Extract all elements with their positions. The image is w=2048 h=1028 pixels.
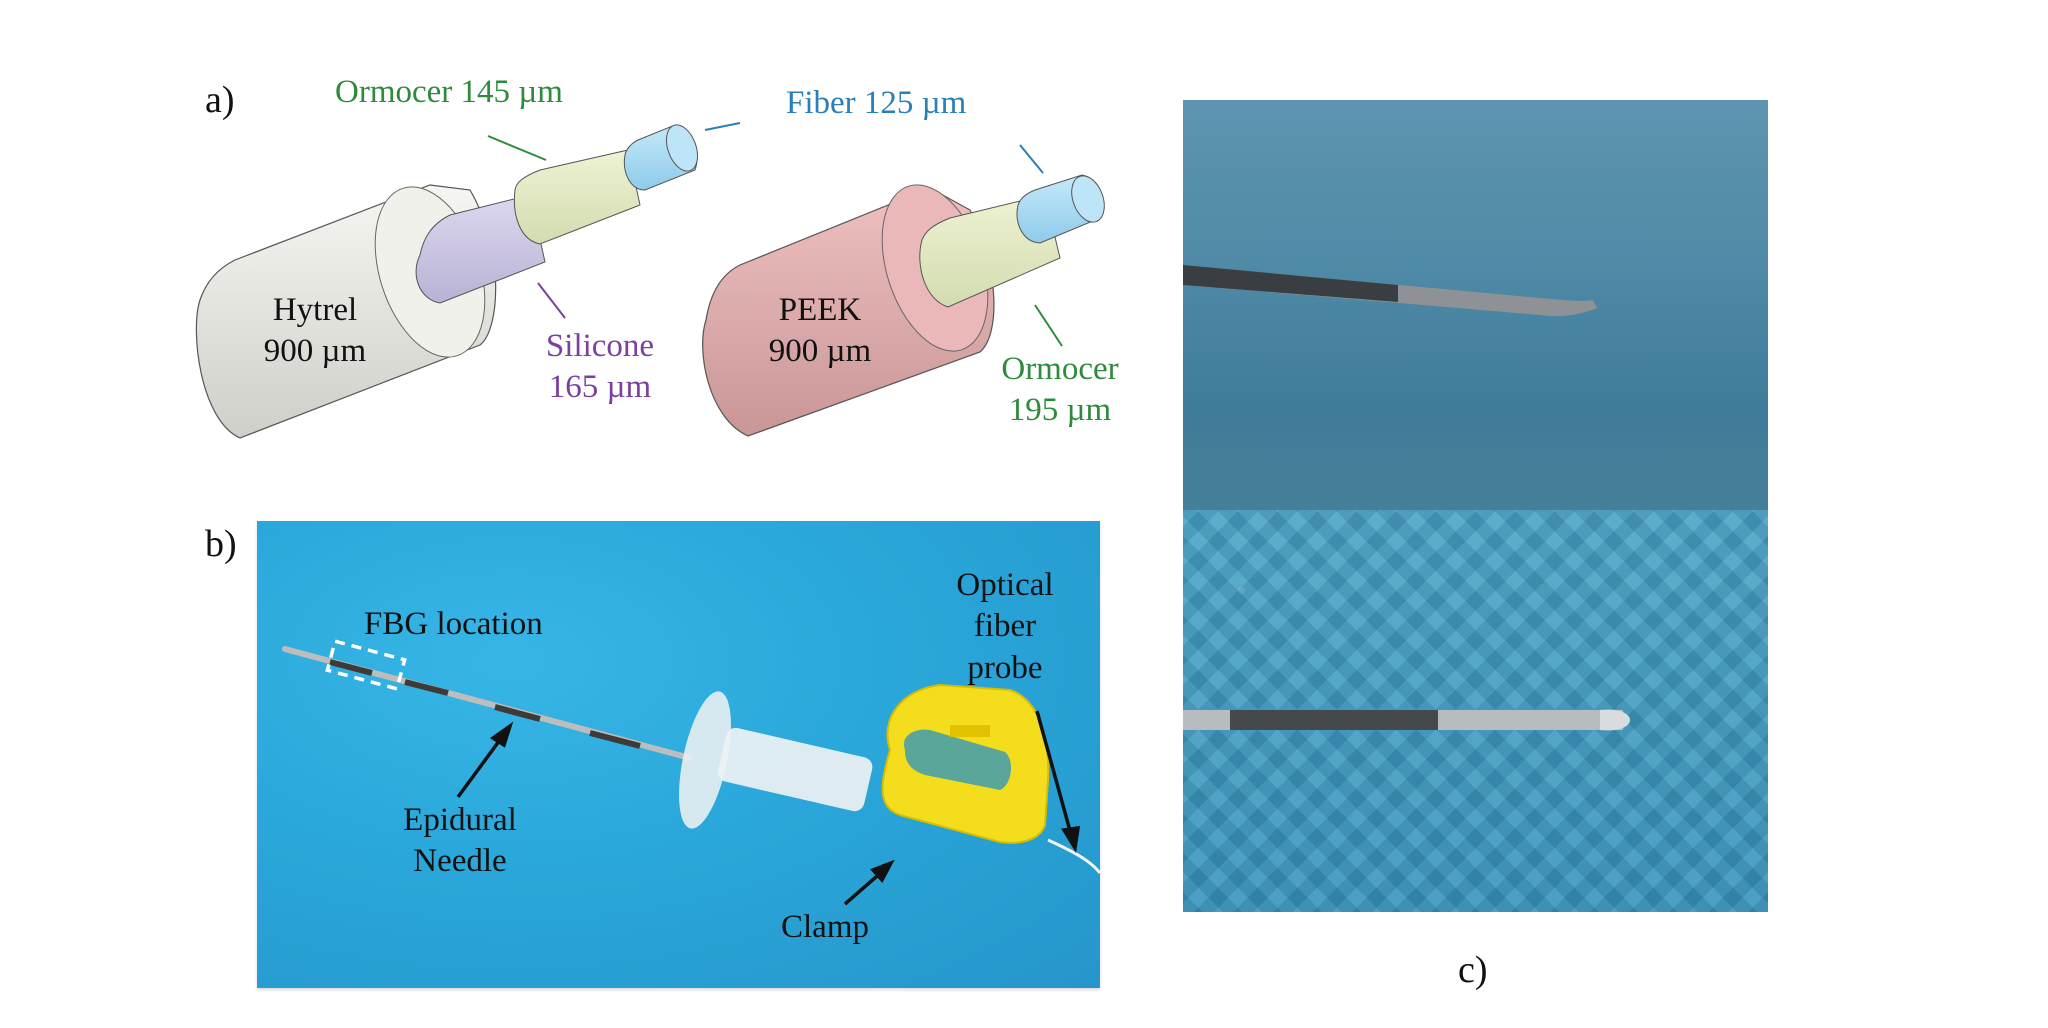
epidural-needle-label: Epidural Needle [380,800,540,883]
panel-b-label: b) [205,523,237,565]
fbg-location-label: FBG location [364,606,543,642]
luer-connector [717,727,873,812]
fiber-leader-1 [704,122,741,131]
silicone-leader [537,282,566,319]
clamp-arrowhead [870,859,895,884]
probe-word: probe [967,649,1043,686]
needle-word: Needle [413,843,507,880]
ormocer-195-label: Ormocer 195 µm [990,349,1130,432]
probe-arrowhead [1061,825,1081,854]
fiber-leader-2 [1019,144,1044,174]
needle-arrow [456,731,507,799]
silicone-material: Silicone [545,328,655,364]
top-view-needle-bevel [1600,709,1630,731]
silicone-label: Silicone 165 µm [530,326,670,409]
clamp-grip [904,729,1012,790]
ormocer-195-diameter: 195 µm [1008,392,1112,429]
fiber-core-1 [623,124,699,191]
clamp-slot [950,725,990,737]
needle-tip-illustrations [1183,265,1630,731]
fiber-core-2 [1016,174,1105,244]
peek-label: PEEK 900 µm [755,290,885,373]
peek-material: PEEK [778,292,862,328]
needle-hub-wing [679,691,731,829]
hytrel-diameter: 900 µm [263,333,367,370]
fiber-125-label: Fiber 125 µm [786,85,967,121]
probe-arrow [1035,710,1074,839]
hytrel-label: Hytrel 900 µm [250,290,380,373]
ormocer-195-leader [1034,304,1063,347]
epidural-word: Epidural [403,802,517,838]
ormocer-145-layer [513,149,641,245]
ormocer-195-material: Ormocer [1001,351,1119,387]
needle-arrowhead [489,721,514,748]
clamp-label: Clamp [781,909,869,945]
top-view-needle-dark-band [1230,710,1438,730]
silicone-layer [415,194,546,304]
ormocer-145-leader [487,135,547,161]
fiber-word: fiber [973,608,1037,645]
optical-fiber-probe-label: Optical fiber probe [940,565,1070,689]
panel-a-label: a) [205,79,235,121]
epidural-needle-illustration [282,639,1102,906]
peek-diameter: 900 µm [768,333,872,370]
optical-fiber [1047,838,1102,874]
silicone-diameter: 165 µm [548,369,652,406]
hytrel-cable-diagram [195,122,1105,439]
hytrel-material: Hytrel [272,292,358,328]
optical-word: Optical [956,567,1054,603]
side-view-needle-dark-band [1183,265,1398,302]
fbg-location-box [325,639,407,691]
needle-depth-markings [329,659,641,749]
ormocer-145-label: Ormocer 145 µm [335,74,563,110]
panel-c-label: c) [1458,949,1488,991]
